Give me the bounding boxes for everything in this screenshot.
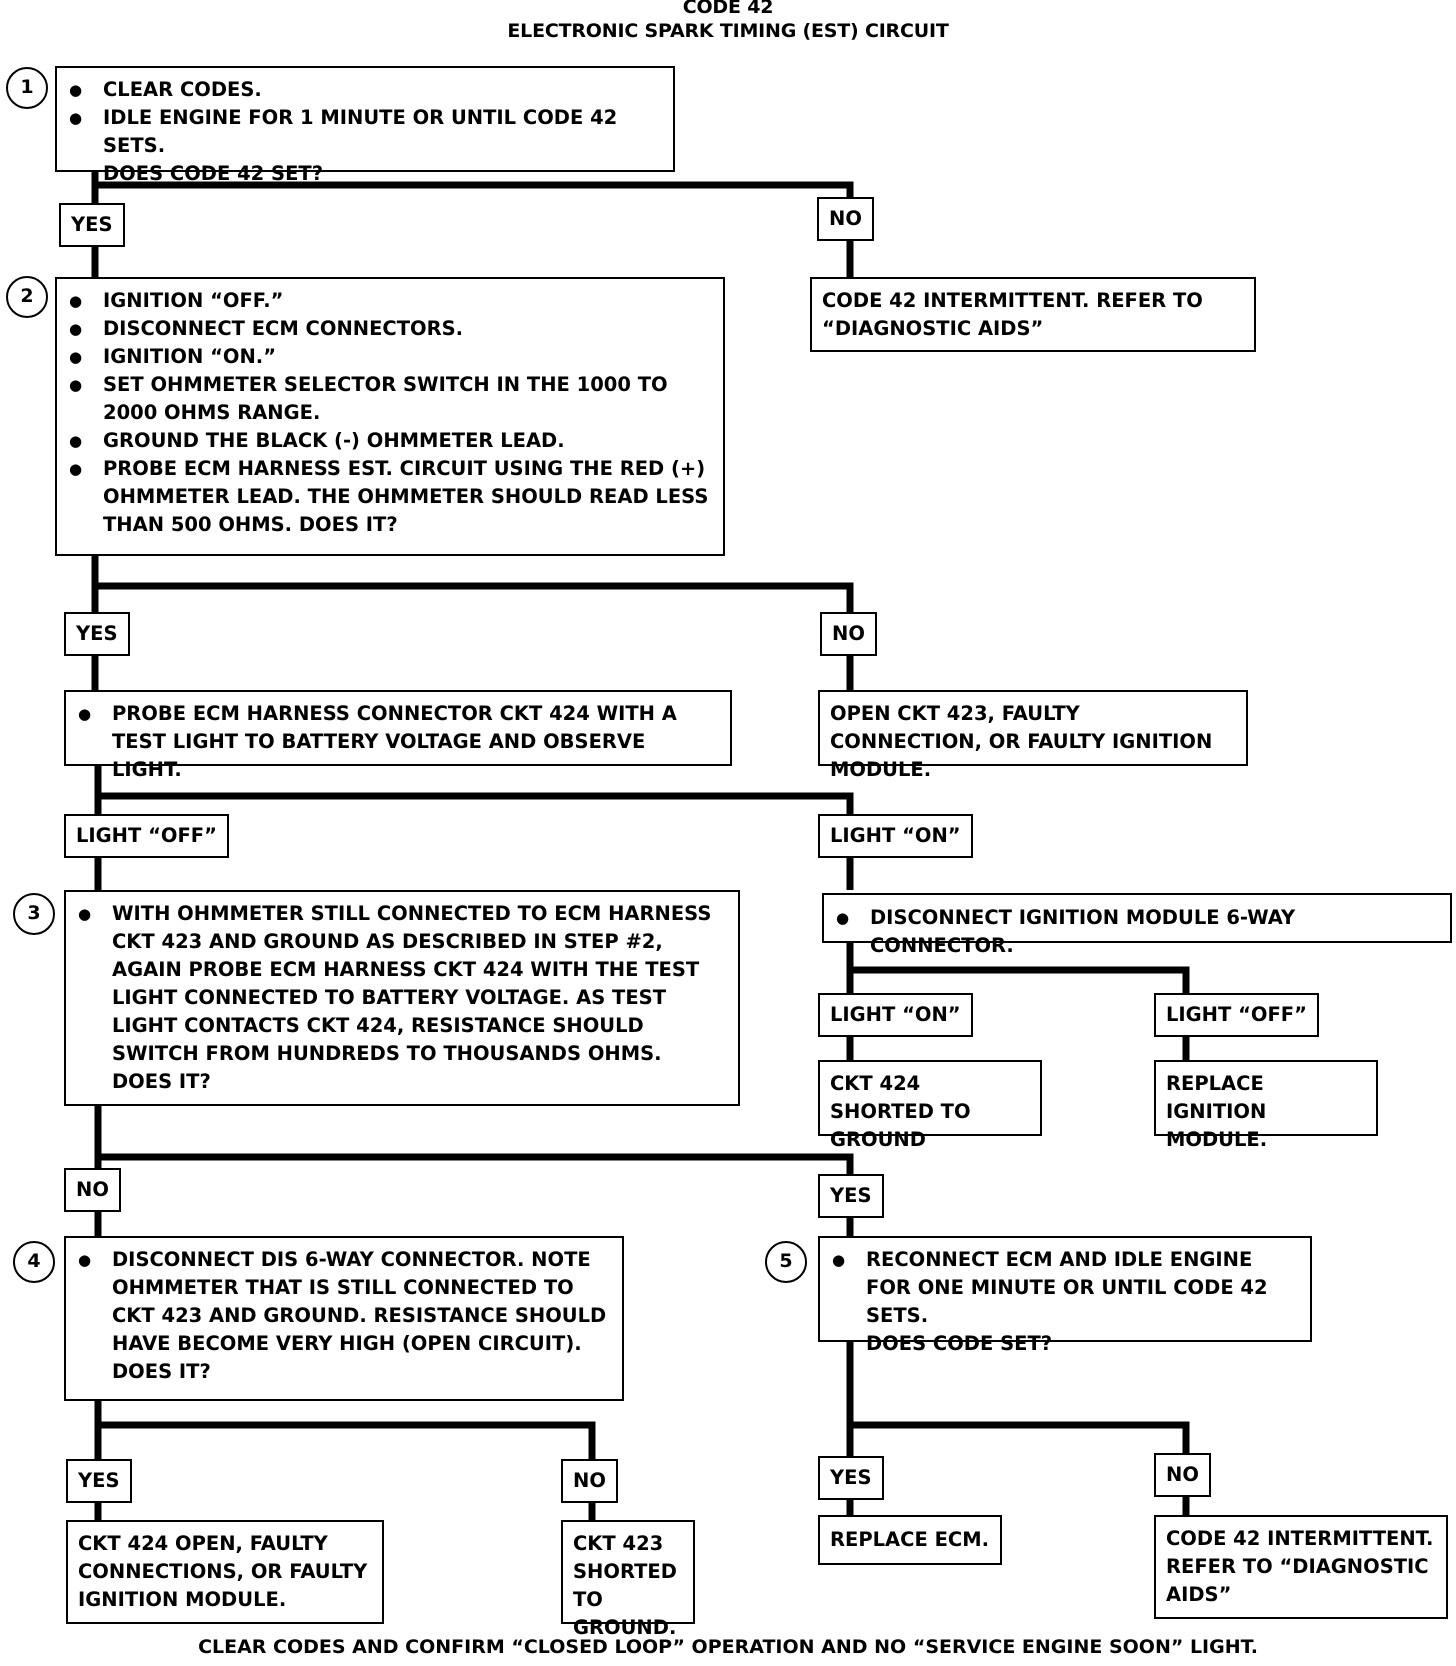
step2-item-ohmmeter-range: SET OHMMETER SELECTOR SWITCH IN THE 1000… [67, 371, 713, 427]
branch-label-no: NO [64, 1168, 121, 1212]
branch-label-no: NO [817, 197, 874, 241]
step3-text: WITH OHMMETER STILL CONNECTED TO ECM HAR… [76, 900, 728, 1068]
disconnect-module-box: DISCONNECT IGNITION MODULE 6-WAY CONNECT… [822, 893, 1452, 957]
step-number-5: 5 [765, 1241, 807, 1283]
step1-item-idle-engine: IDLE ENGINE FOR 1 MINUTE OR UNTIL CODE 4… [67, 104, 663, 160]
result-replace-ignition-module: REPLACE IGNITION MODULE. [1154, 1060, 1378, 1151]
branch-label-light-on: LIGHT “ON” [818, 993, 973, 1037]
branch-label-no: NO [561, 1459, 618, 1503]
connector-box3-yes [98, 1153, 854, 1236]
branch-label-yes: YES [64, 612, 130, 656]
chart-title-code: CODE 42 [682, 0, 774, 18]
step5-text: RECONNECT ECM AND IDLE ENGINE FOR ONE MI… [830, 1246, 1300, 1330]
branch-label-yes: YES [818, 1456, 884, 1500]
step2-item-ground-lead: GROUND THE BLACK (-) OHMMETER LEAD. [67, 427, 713, 455]
result-ckt423-shorted: CKT 423 SHORTED TO GROUND. [561, 1520, 695, 1639]
connector-box2-no [95, 582, 854, 690]
probe-ckt424-text: PROBE ECM HARNESS CONNECTOR CKT 424 WITH… [76, 700, 720, 784]
connector-box4-no [98, 1421, 596, 1520]
branch-label-no: NO [820, 612, 877, 656]
step3-question: DOES IT? [112, 1070, 211, 1093]
step-number-2: 2 [6, 276, 48, 318]
step2-item-ignition-on: IGNITION “ON.” [67, 343, 713, 371]
result-intermittent-2: CODE 42 INTERMITTENT. REFER TO “DIAGNOST… [1154, 1515, 1448, 1619]
branch-label-yes: YES [66, 1459, 132, 1503]
connector-box5-no [850, 1421, 1190, 1515]
result-ckt424-shorted: CKT 424 SHORTED TO GROUND [818, 1060, 1042, 1151]
step2-item-ignition-off: IGNITION “OFF.” [67, 287, 713, 315]
result-replace-ecm: REPLACE ECM. [818, 1515, 1002, 1565]
probe-ckt424-box: PROBE ECM HARNESS CONNECTOR CKT 424 WITH… [64, 690, 732, 781]
step-number-4: 4 [13, 1241, 55, 1283]
connector-probe-on [98, 792, 854, 890]
chart-title-circuit: ELECTRONIC SPARK TIMING (EST) CIRCUIT [507, 20, 949, 42]
disconnect-module-text: DISCONNECT IGNITION MODULE 6-WAY CONNECT… [834, 904, 1440, 960]
step1-box: CLEAR CODES. IDLE ENGINE FOR 1 MINUTE OR… [55, 66, 675, 185]
branch-label-light-off: LIGHT “OFF” [64, 814, 229, 858]
branch-label-yes: YES [818, 1174, 884, 1218]
step-number-3: 3 [13, 893, 55, 935]
step2-item-probe-est: PROBE ECM HARNESS EST. CIRCUIT USING THE… [67, 455, 713, 539]
step2-item-disconnect-ecm: DISCONNECT ECM CONNECTORS. [67, 315, 713, 343]
footer-instruction: CLEAR CODES AND CONFIRM “CLOSED LOOP” OP… [198, 1636, 1258, 1658]
step5-box: RECONNECT ECM AND IDLE ENGINE FOR ONE MI… [818, 1236, 1312, 1355]
step1-question: DOES CODE 42 SET? [103, 162, 324, 185]
branch-label-no: NO [1154, 1453, 1211, 1497]
step1-item-clear-codes: CLEAR CODES. [67, 76, 663, 104]
step4-box: DISCONNECT DIS 6-WAY CONNECTOR. NOTE OHM… [64, 1236, 624, 1401]
connector-box1-no [95, 181, 854, 277]
branch-label-light-off: LIGHT “OFF” [1154, 993, 1319, 1037]
step4-question: DOES IT? [112, 1360, 211, 1383]
result-ckt424-open: CKT 424 OPEN, FAULTY CONNECTIONS, OR FAU… [66, 1520, 384, 1624]
branch-label-yes: YES [59, 203, 125, 247]
step5-question: DOES CODE SET? [866, 1332, 1053, 1355]
step-number-1: 1 [6, 67, 48, 109]
branch-label-light-on: LIGHT “ON” [818, 814, 973, 858]
step2-box: IGNITION “OFF.” DISCONNECT ECM CONNECTOR… [55, 277, 725, 556]
result-intermittent-1: CODE 42 INTERMITTENT. REFER TO “DIAGNOST… [810, 277, 1256, 352]
result-open-ckt423: OPEN CKT 423, FAULTY CONNECTION, OR FAUL… [818, 690, 1248, 781]
step3-box: WITH OHMMETER STILL CONNECTED TO ECM HAR… [64, 890, 740, 1106]
step4-text: DISCONNECT DIS 6-WAY CONNECTOR. NOTE OHM… [76, 1246, 612, 1358]
